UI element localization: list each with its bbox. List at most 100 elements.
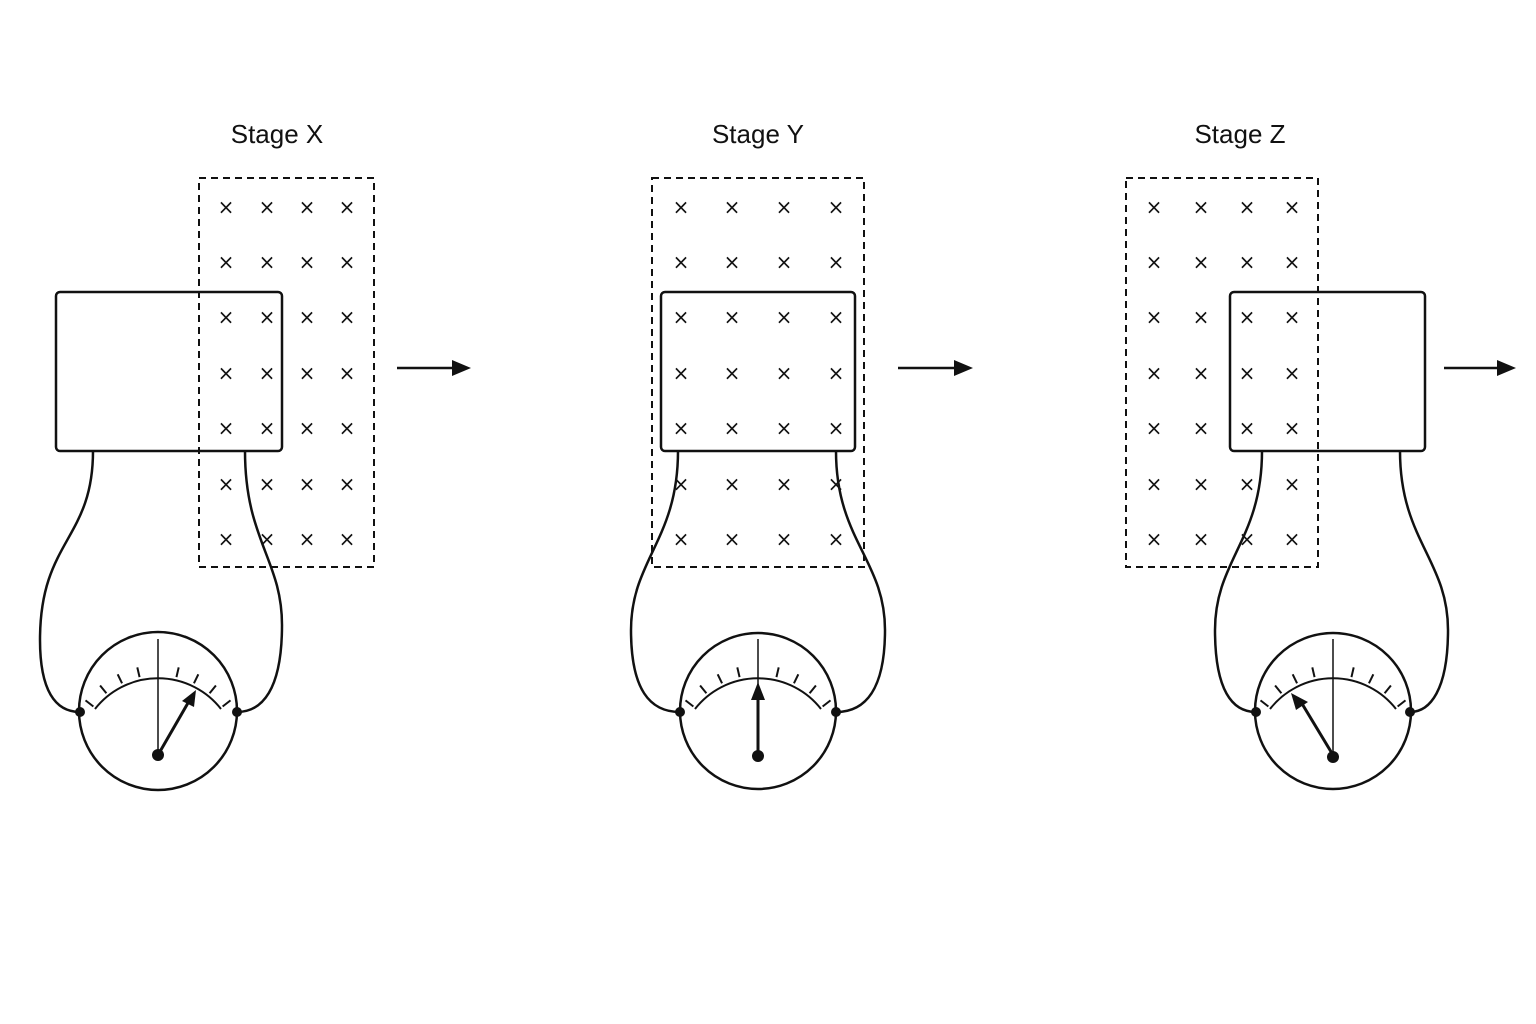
scale-tick	[808, 684, 817, 694]
field-into-page-symbol: ×	[1239, 361, 1256, 385]
field-into-page-symbol: ×	[776, 195, 793, 219]
field-into-page-symbol: ×	[1193, 195, 1210, 219]
field-into-page-symbol: ×	[724, 416, 741, 440]
field-into-page-symbol: ×	[673, 527, 690, 551]
field-into-page-symbol: ×	[339, 472, 356, 496]
field-into-page-symbol: ×	[218, 527, 235, 551]
field-into-page-symbol: ×	[299, 527, 316, 551]
field-into-page-symbol: ×	[673, 416, 690, 440]
stage-y-right-wire	[834, 450, 887, 714]
field-into-page-symbol: ×	[1193, 416, 1210, 440]
scale-tick	[175, 667, 180, 678]
field-into-page-symbol: ×	[339, 527, 356, 551]
stage-z-left-terminal	[1251, 707, 1261, 717]
stage-y-needle-pivot	[752, 750, 764, 762]
field-into-page-symbol: ×	[828, 361, 845, 385]
field-into-page-symbol: ×	[1239, 195, 1256, 219]
field-into-page-symbol: ×	[1284, 527, 1301, 551]
field-into-page-symbol: ×	[724, 527, 741, 551]
scale-tick	[1291, 673, 1298, 684]
stage-y-title: Stage Y	[712, 119, 804, 149]
stage-x-needle	[156, 695, 194, 756]
stage-x-left-wire	[38, 450, 95, 714]
field-into-page-symbol: ×	[1284, 416, 1301, 440]
scale-tick	[1274, 684, 1283, 694]
scale-tick	[208, 684, 217, 694]
field-into-page-symbol: ×	[1146, 250, 1163, 274]
field-into-page-symbol: ×	[218, 416, 235, 440]
stage-x: Stage X ××××××××××××××××××××××××××××	[38, 119, 471, 792]
stage-z-motion-arrow	[1444, 360, 1516, 376]
field-into-page-symbol: ×	[259, 472, 276, 496]
scale-tick	[699, 684, 708, 694]
field-into-page-symbol: ×	[1239, 305, 1256, 329]
field-into-page-symbol: ×	[1146, 195, 1163, 219]
field-into-page-symbol: ×	[1146, 527, 1163, 551]
stage-z-scale-ticks	[1259, 639, 1407, 757]
stage-z-left-wire	[1213, 450, 1264, 714]
field-into-page-symbol: ×	[1193, 361, 1210, 385]
field-into-page-symbol: ×	[259, 305, 276, 329]
scale-tick	[222, 699, 232, 708]
field-into-page-symbol: ×	[1146, 472, 1163, 496]
field-into-page-symbol: ×	[218, 195, 235, 219]
field-into-page-symbol: ×	[776, 472, 793, 496]
field-into-page-symbol: ×	[673, 361, 690, 385]
field-into-page-symbol: ×	[1146, 416, 1163, 440]
scale-tick	[136, 667, 141, 678]
stage-x-magnetic-field-region	[198, 177, 375, 568]
field-into-page-symbol: ×	[673, 195, 690, 219]
field-into-page-symbol: ×	[1146, 305, 1163, 329]
field-into-page-symbol: ×	[776, 305, 793, 329]
stage-y-coil	[659, 290, 857, 453]
scale-tick	[84, 699, 94, 708]
stage-y-needle-arrowhead	[751, 682, 765, 700]
field-into-page-symbol: ×	[673, 305, 690, 329]
field-into-page-symbol: ×	[339, 305, 356, 329]
stage-y-right-terminal	[831, 707, 841, 717]
stage-x-coil	[54, 290, 284, 453]
field-into-page-symbol: ×	[218, 361, 235, 385]
scale-tick	[99, 684, 108, 694]
field-into-page-symbol: ×	[828, 305, 845, 329]
stage-z-right-wire	[1398, 450, 1450, 714]
stage-x-needle-arrowhead	[182, 690, 196, 707]
field-into-page-symbol: ×	[828, 416, 845, 440]
field-into-page-symbol: ×	[776, 416, 793, 440]
stage-x-scale-ticks	[84, 639, 232, 757]
field-into-page-symbol: ×	[299, 361, 316, 385]
field-into-page-symbol: ×	[259, 195, 276, 219]
field-into-page-symbol: ×	[299, 250, 316, 274]
field-into-page-symbol: ×	[1239, 527, 1256, 551]
stage-x-galvanometer	[75, 630, 242, 792]
stage-x-left-terminal	[75, 707, 85, 717]
field-into-page-symbol: ×	[259, 250, 276, 274]
scale-tick	[716, 673, 723, 684]
field-into-page-symbol: ×	[1239, 472, 1256, 496]
field-into-page-symbol: ×	[673, 250, 690, 274]
field-into-page-symbol: ×	[1284, 195, 1301, 219]
field-into-page-symbol: ×	[1239, 250, 1256, 274]
stage-z-needle	[1299, 701, 1335, 756]
field-into-page-symbol: ×	[724, 305, 741, 329]
field-into-page-symbol: ×	[1193, 305, 1210, 329]
field-into-page-symbol: ×	[828, 195, 845, 219]
field-into-page-symbol: ×	[776, 527, 793, 551]
stage-x-motion-arrow	[397, 360, 471, 376]
stage-x-needle-pivot	[152, 749, 164, 761]
stage-x-right-wire	[236, 450, 284, 714]
field-into-page-symbol: ×	[776, 250, 793, 274]
scale-tick	[116, 673, 123, 684]
field-into-page-symbol: ×	[1284, 250, 1301, 274]
field-into-page-symbol: ×	[1193, 527, 1210, 551]
scale-tick	[1259, 699, 1269, 708]
field-into-page-symbol: ×	[299, 195, 316, 219]
field-into-page-symbol: ×	[1193, 250, 1210, 274]
stage-y: Stage Y ××××××××××××××××××××××××××××	[629, 119, 973, 791]
field-into-page-symbol: ×	[1239, 416, 1256, 440]
field-into-page-symbol: ×	[828, 250, 845, 274]
field-into-page-symbol: ×	[339, 250, 356, 274]
field-into-page-symbol: ×	[1193, 472, 1210, 496]
stage-y-left-terminal	[675, 707, 685, 717]
